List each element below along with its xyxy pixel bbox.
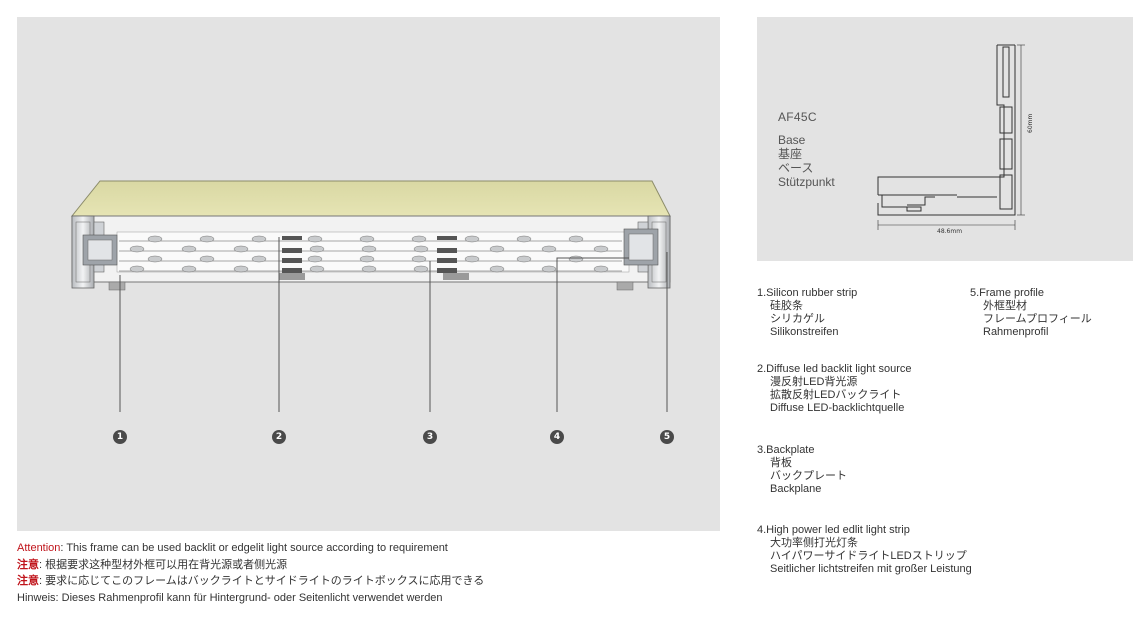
profile-base-label-en: Base: [778, 133, 806, 147]
callout-5: 5: [660, 430, 674, 444]
callout-3: 3: [423, 430, 437, 444]
attention-notes: Attention: This frame can be used backli…: [17, 540, 737, 606]
callout-leader-lines: [119, 237, 668, 412]
right-frame-profile: [616, 215, 671, 291]
attention-label-en: Attention: [17, 542, 61, 554]
callout-4: 4: [550, 430, 564, 444]
profile-drawing-panel: 60mm 48.6mm AF45C Base 基座 ベース Stützpunkt: [757, 17, 1133, 261]
attention-line-de: Hinweis: Dieses Rahmenprofil kann für Hi…: [17, 591, 443, 604]
legend-item-4: 4.High power led edlit light strip 大功率侧打…: [757, 524, 972, 575]
profile-model-number: AF45C: [778, 110, 817, 124]
legend-item-5: 5.Frame profile 外框型材 フレームプロフィール Rahmenpr…: [970, 287, 1092, 338]
led-diodes: [129, 235, 609, 273]
callout-1: 1: [113, 430, 127, 444]
profile-width-dimension: 48.6mm: [937, 228, 963, 235]
legend-item-2: 2.Diffuse led backlit light source 漫反射LE…: [757, 363, 912, 414]
profile-base-label-de: Stützpunkt: [778, 175, 835, 189]
profile-base-label-cn: 基座: [778, 147, 803, 161]
profile-description: AF45C Base 基座 ベース Stützpunkt: [778, 110, 835, 189]
diffuser-top-face: [70, 180, 671, 217]
attention-label-jp: 注意: [17, 575, 39, 587]
attention-label-cn: 注意: [17, 558, 39, 571]
legend-item-3: 3.Backplate 背板 バックプレート Backplane: [757, 444, 847, 495]
profile-base-label-jp: ベース: [778, 161, 814, 175]
left-frame-profile: [71, 215, 126, 291]
profile-cross-section-drawing: [877, 44, 1025, 230]
callout-2: 2: [272, 430, 286, 444]
lightbox-illustration-panel: 1 2 3 4 5: [17, 17, 720, 531]
profile-height-dimension: 60mm: [1027, 113, 1034, 133]
legend-item-1: 1.Silicon rubber strip 硅胶条 シリカゲル Silikon…: [757, 287, 858, 338]
lightbox-cross-section: [70, 180, 671, 412]
attention-line-cn: 注意: 根据要求这种型材外框可以用在背光源或者侧光源: [17, 558, 288, 571]
attention-line-jp: 注意: 要求に応じてこのフレームはバックライトとサイドライトのライトボックスに応…: [17, 575, 485, 587]
strip-connectors: [282, 236, 457, 273]
attention-line-en: Attention: This frame can be used backli…: [17, 542, 448, 554]
